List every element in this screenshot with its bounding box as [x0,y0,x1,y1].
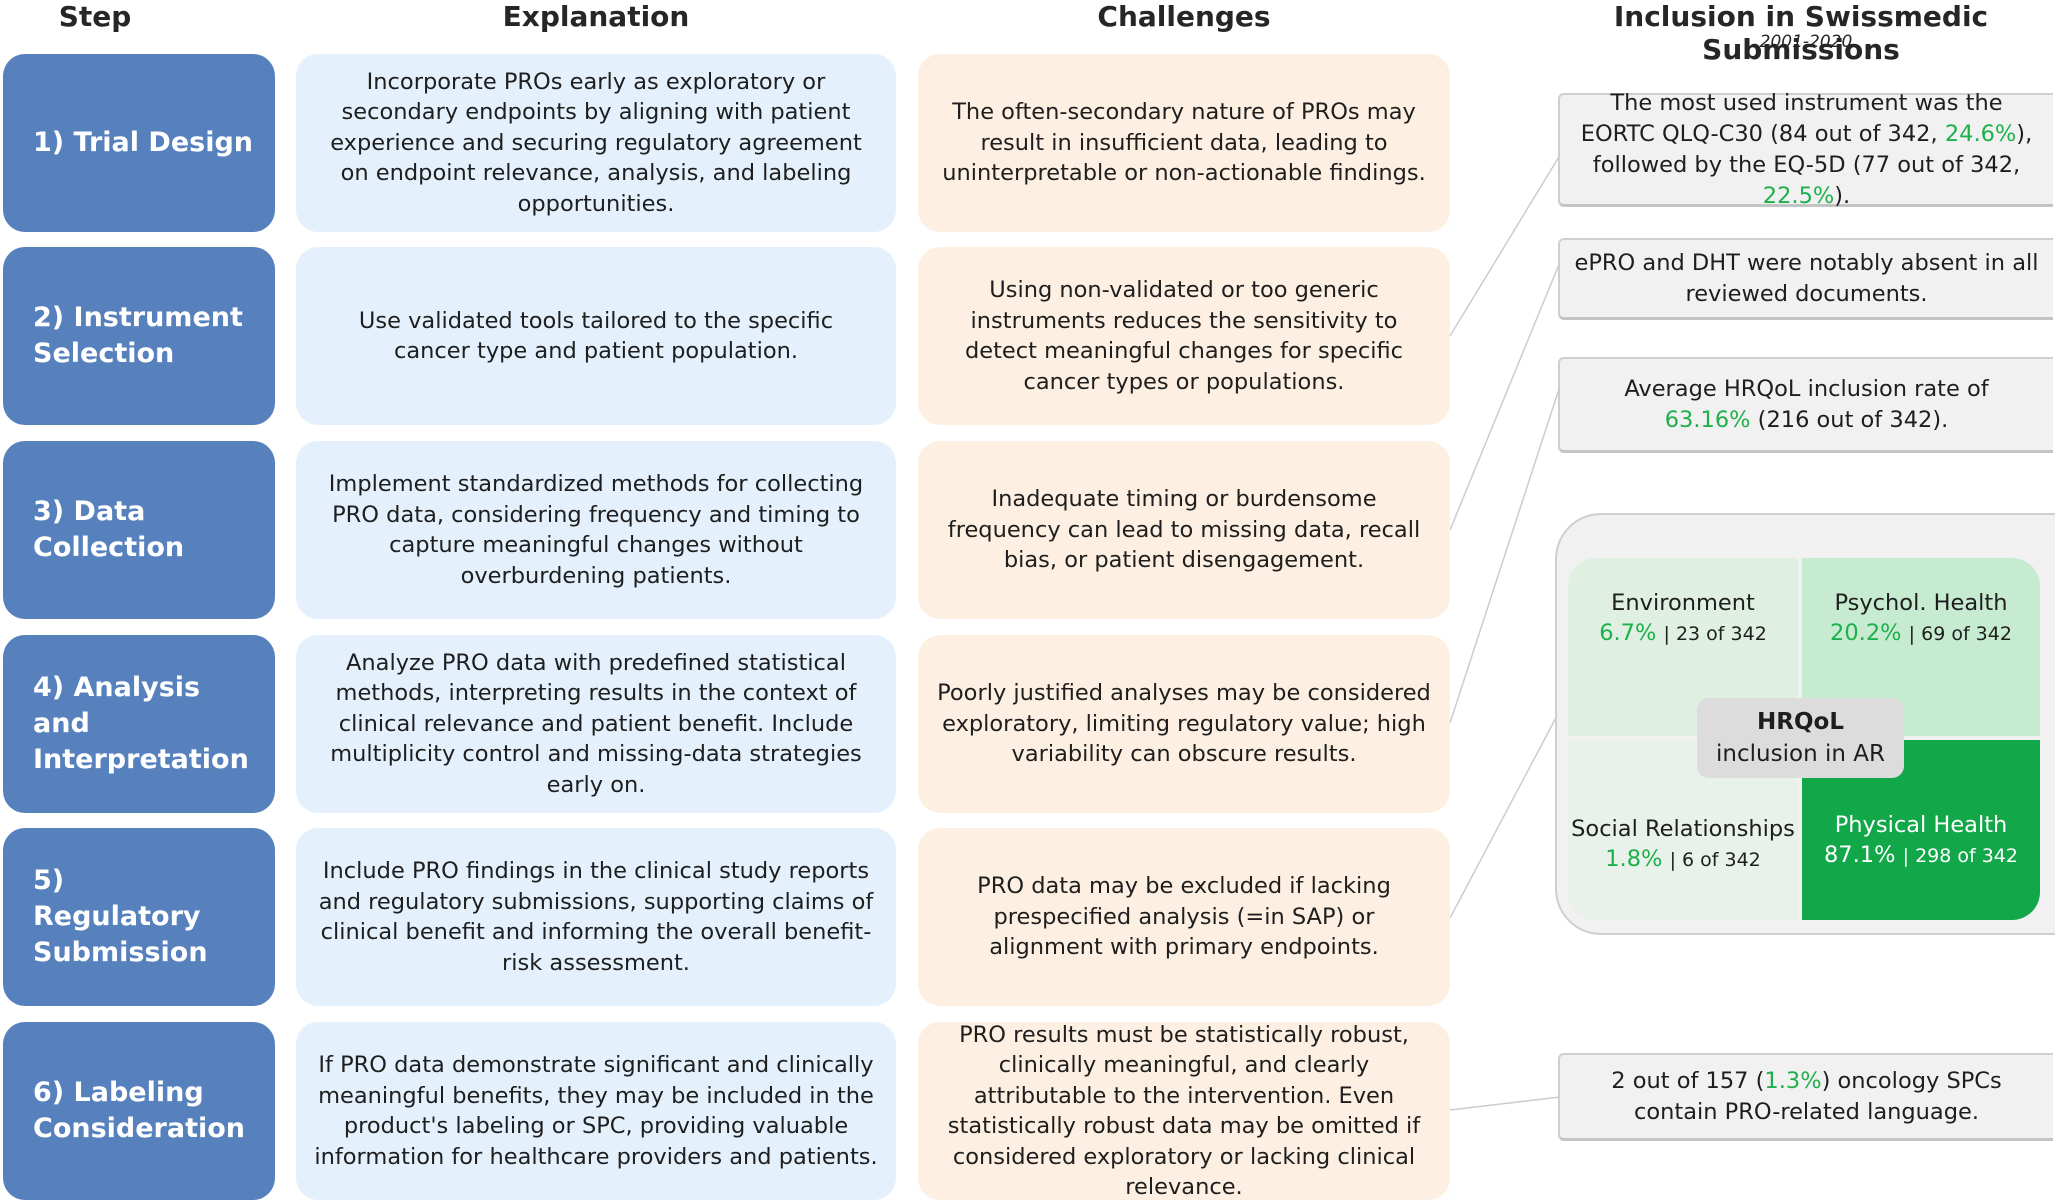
challenge-box: Poorly justified analyses may be conside… [918,635,1450,813]
challenge-box: PRO results must be statistically robust… [918,1022,1450,1200]
challenge-box: Inadequate timing or burdensome frequenc… [918,441,1450,619]
explanation-box: If PRO data demonstrate significant and … [296,1022,896,1200]
connector-line [1449,154,1561,337]
header-challenges: Challenges [1097,0,1271,33]
header-inclusion: Inclusion in Swissmedic Submissions [1613,0,1989,66]
header-inclusion-period: 2001-2020 [1759,32,1853,52]
hrqol-treemap: Environment 6.7% | 23 of 342 Psychol. He… [1568,558,2040,920]
step-analysis-interpretation: 4) Analysis and Interpretation [3,635,275,813]
note-labeling: 2 out of 157 (1.3%) oncology SPCs contai… [1558,1053,2053,1141]
step-instrument-selection: 2) Instrument Selection [3,247,275,425]
step-labeling-consideration: 6) Labeling Consideration [3,1022,275,1200]
connector-line [1449,261,1561,531]
explanation-box: Incorporate PROs early as exploratory or… [296,54,896,232]
explanation-box: Analyze PRO data with predefined statist… [296,635,896,813]
connector-line [1449,1096,1561,1111]
step-trial-design: 1) Trial Design [3,54,275,232]
challenge-box: The often-secondary nature of PROs may r… [918,54,1450,232]
note-epro: ePRO and DHT were notably absent in all … [1558,238,2053,320]
step-data-collection: 3) Data Collection [3,441,275,619]
header-explanation: Explanation [502,0,690,33]
header-step: Step [58,0,132,33]
explanation-box: Implement standardized methods for colle… [296,441,896,619]
challenge-box: PRO data may be excluded if lacking pres… [918,828,1450,1006]
explanation-box: Include PRO findings in the clinical stu… [296,828,896,1006]
step-regulatory-submission: 5) Regulatory Submission [3,828,275,1006]
hrqol-center-label: HRQoL inclusion in AR [1697,698,1904,778]
challenge-box: Using non-validated or too generic instr… [918,247,1450,425]
explanation-box: Use validated tools tailored to the spec… [296,247,896,425]
connector-line [1449,385,1561,724]
note-instrument: The most used instrument was the EORTC Q… [1558,90,2053,209]
connector-line [1449,709,1561,919]
treemap-cell-physical-health: Physical Health 87.1% | 298 of 342 [1802,740,2040,920]
